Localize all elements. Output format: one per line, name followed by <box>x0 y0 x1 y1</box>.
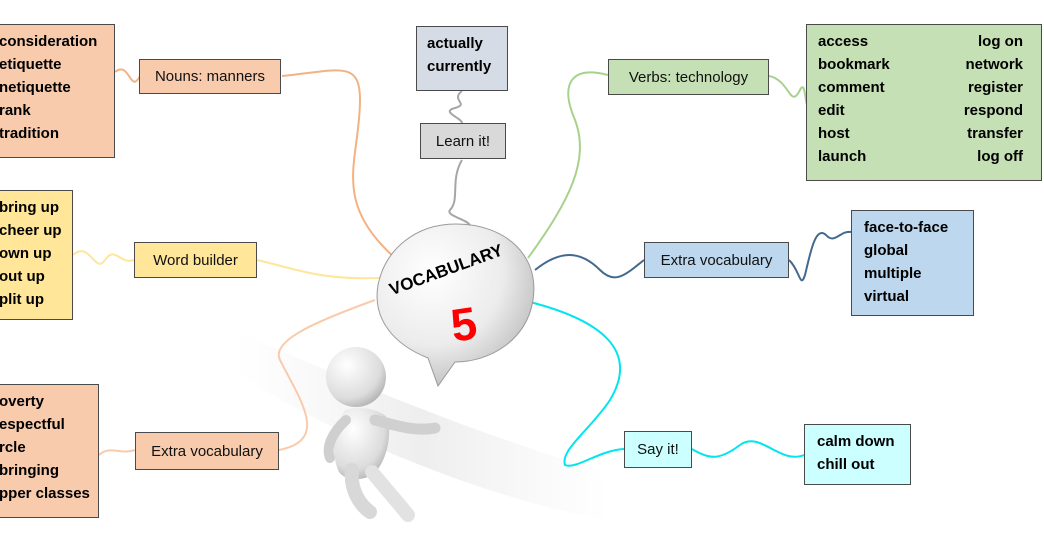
word-item: network <box>965 56 1023 73</box>
extra-vocabulary-left-words: overty espectful rcle bringing pper clas… <box>0 384 99 518</box>
word-item: register <box>967 79 1023 96</box>
nouns-manners-label: Nouns: manners <box>139 59 281 94</box>
word-item: multiple <box>864 265 922 282</box>
extra-vocabulary-right-words: face-to-face global multiple virtual <box>851 210 974 316</box>
word-item: currently <box>427 58 492 75</box>
word-item: chill out <box>817 456 875 473</box>
word-item: consideration <box>0 33 98 50</box>
word-item: log off <box>977 148 1023 165</box>
connector-verbs <box>527 71 808 259</box>
connector-say-it <box>529 301 805 467</box>
word-item: bookmark <box>818 56 890 73</box>
extra-vocabulary-left-label: Extra vocabulary <box>135 432 279 470</box>
word-item: rank <box>0 102 31 119</box>
speech-bubble <box>376 223 535 388</box>
word-item: transfer <box>967 125 1023 142</box>
word-item: tradition <box>0 125 59 142</box>
word-builder-words: bring up cheer up own up out up plit up <box>0 190 73 320</box>
connector-extra-vocabulary-left <box>98 299 376 456</box>
verbs-technology-words: access bookmark comment edit host launch… <box>806 24 1042 181</box>
word-item: virtual <box>864 288 910 305</box>
word-item: out up <box>0 268 45 285</box>
word-item: respond <box>963 102 1023 119</box>
say-it-words: calm down chill out <box>804 424 911 485</box>
connector-word-builder <box>72 250 381 280</box>
verbs-column-right: log on network register respond transfer… <box>964 30 1023 175</box>
word-item: actually <box>427 35 483 52</box>
person-figure-icon <box>323 347 441 522</box>
word-item: rcle <box>0 439 26 456</box>
say-it-label: Say it! <box>624 431 692 468</box>
word-item: overty <box>0 393 45 410</box>
extra-vocabulary-right-label: Extra vocabulary <box>644 242 789 278</box>
connector-extra-vocabulary-right <box>534 230 852 282</box>
word-item: comment <box>818 79 885 96</box>
word-item: launch <box>818 148 867 165</box>
connector-learn-it <box>448 90 471 227</box>
word-item: face-to-face <box>864 219 949 236</box>
nouns-manners-words: consideration etiquette netiquette rank … <box>0 24 115 158</box>
word-item: calm down <box>817 433 895 450</box>
learn-it-words: actually currently <box>416 26 508 91</box>
word-item: cheer up <box>0 222 62 239</box>
word-item: edit <box>818 102 845 119</box>
word-item: netiquette <box>0 79 71 96</box>
word-item: log on <box>978 33 1023 50</box>
word-item: espectful <box>0 416 65 433</box>
word-item: host <box>818 125 850 142</box>
word-item: bring up <box>0 199 59 216</box>
word-item: own up <box>0 245 52 262</box>
learn-it-label: Learn it! <box>420 123 506 159</box>
verbs-column-left: access bookmark comment edit host launch <box>818 30 944 175</box>
word-builder-label: Word builder <box>134 242 257 278</box>
verbs-technology-label: Verbs: technology <box>608 59 769 95</box>
word-item: global <box>864 242 909 259</box>
word-item: bringing <box>0 462 59 479</box>
word-item: etiquette <box>0 56 62 73</box>
word-item: access <box>818 33 869 50</box>
word-item: pper classes <box>0 485 90 502</box>
connector-nouns <box>114 68 396 259</box>
word-item: plit up <box>0 291 44 308</box>
